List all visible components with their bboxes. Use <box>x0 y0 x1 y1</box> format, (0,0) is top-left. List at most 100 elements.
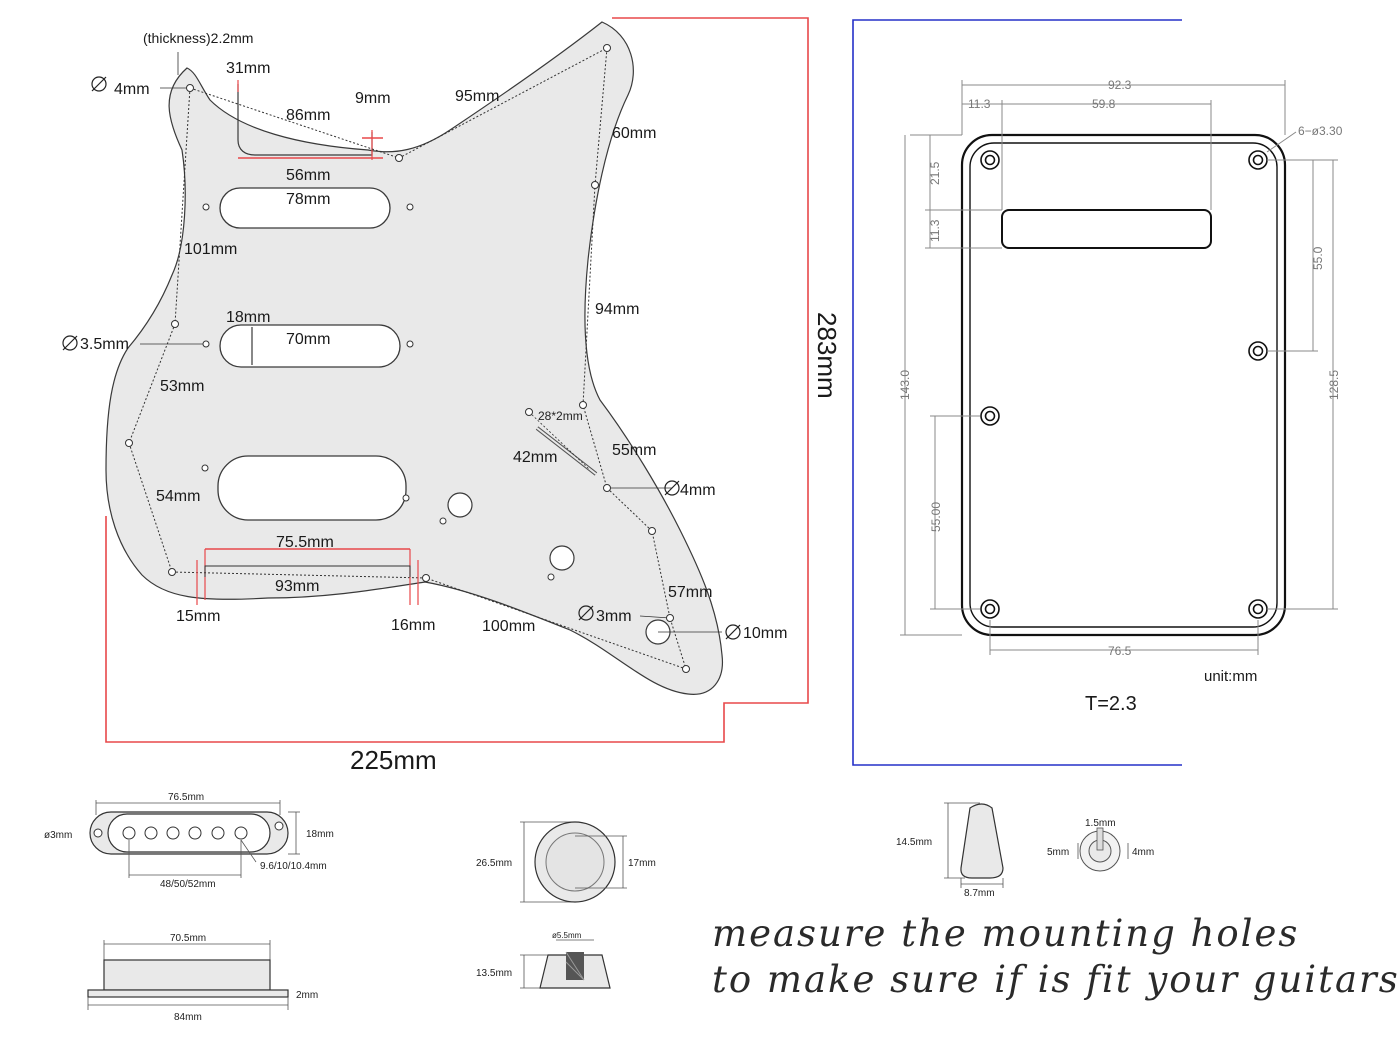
st-label-slot: 1.5mm <box>1085 818 1116 829</box>
label-54mm: 54mm <box>156 488 200 505</box>
backplate-drawing: 92.3 11.3 59.8 6−ø3.30 21.5 11.3 55.0 14… <box>852 19 1343 766</box>
label-57mm: 57mm <box>668 584 712 601</box>
screw-hole <box>980 150 1000 170</box>
mount-hole <box>168 568 176 576</box>
label-70mm: 70mm <box>286 331 330 348</box>
mount-hole <box>525 408 533 416</box>
bp-label-55-00: 55.00 <box>929 502 943 532</box>
screw-hole <box>402 494 410 502</box>
pot-hole-2 <box>549 545 575 571</box>
label-56mm: 56mm <box>286 167 330 184</box>
pc-label-hole: ø3mm <box>44 830 72 841</box>
screw-hole <box>202 340 210 348</box>
diameter-symbols <box>62 76 741 640</box>
pickguard-bounding-frame <box>105 17 809 743</box>
mount-hole <box>579 401 587 409</box>
diameter-icon <box>664 480 680 496</box>
label-95mm: 95mm <box>455 88 499 105</box>
diameter-icon <box>62 335 78 351</box>
st-label-outer: 5mm <box>1047 847 1069 858</box>
pickup-cover-drawing: 76.5mm ø3mm 18mm 9.6/10/10.4mm 48/50/52m… <box>44 792 334 890</box>
bp-label-21-5: 21.5 <box>928 161 942 185</box>
screw-hole <box>406 203 414 211</box>
screw-hole <box>202 203 210 211</box>
label-width-225mm: 225mm <box>350 745 437 775</box>
small-hole-a <box>439 517 447 525</box>
switch-tip-slot <box>1096 827 1104 851</box>
mount-hole <box>186 84 194 92</box>
neck-pickup-cutout <box>219 187 391 229</box>
backplate-outline-inner <box>969 142 1278 628</box>
diameter-icon <box>725 624 741 640</box>
screw-hole <box>980 406 1000 426</box>
label-86mm: 86mm <box>286 107 330 124</box>
bp-unit-label: unit:mm <box>1204 668 1257 685</box>
knob-top-inner <box>545 832 605 892</box>
bp-label-holes: 6−ø3.30 <box>1298 124 1343 138</box>
mount-hole <box>666 614 674 622</box>
bp-label-128-5: 128.5 <box>1327 370 1341 400</box>
bp-thickness-label: T=2.3 <box>1085 693 1137 715</box>
backplate-dimension-lines <box>900 80 1338 655</box>
pickup-mount-hole <box>93 828 103 838</box>
diameter-icon <box>578 605 594 621</box>
mounting-holes <box>125 44 690 673</box>
mount-hole <box>603 484 611 492</box>
backplate-outline-outer <box>960 133 1287 637</box>
label-hole-4mm-top: 4mm <box>114 81 150 98</box>
label-15mm: 15mm <box>176 608 220 625</box>
label-78mm: 78mm <box>286 191 330 208</box>
mount-hole <box>648 527 656 535</box>
backplate-frame <box>852 19 1182 766</box>
bp-label-55-0: 55.0 <box>1311 246 1325 270</box>
screw-hole <box>1248 599 1268 619</box>
pc-label-length: 76.5mm <box>168 792 204 803</box>
small-hole-b <box>547 573 555 581</box>
st-label-inner: 4mm <box>1132 847 1154 858</box>
label-slot: 28*2mm <box>538 409 583 423</box>
label-94mm: 94mm <box>595 301 639 318</box>
label-16mm: 16mm <box>391 617 435 634</box>
mount-hole <box>591 181 599 189</box>
pb-label-top: 70.5mm <box>170 933 206 944</box>
mount-hole <box>682 665 690 673</box>
label-18mm: 18mm <box>226 309 270 326</box>
bp-label-59-8: 59.8 <box>1092 97 1116 111</box>
label-75-5mm: 75.5mm <box>276 534 334 551</box>
knob-label-inner: 17mm <box>628 858 656 869</box>
label-101mm: 101mm <box>184 241 237 258</box>
screw-hole <box>980 599 1000 619</box>
label-31mm: 31mm <box>226 60 270 77</box>
mount-hole <box>171 320 179 328</box>
switch-tip-side <box>960 803 1004 879</box>
label-9mm: 9mm <box>355 90 391 107</box>
label-93mm: 93mm <box>275 578 319 595</box>
screw-hole <box>1248 341 1268 361</box>
label-100mm: 100mm <box>482 618 535 635</box>
knob-drawing: 26.5mm 17mm ø5.5mm 13.5mm <box>476 821 656 989</box>
knob-label-height: 13.5mm <box>476 968 512 979</box>
screw-hole <box>201 464 209 472</box>
mount-hole <box>422 574 430 582</box>
mount-hole <box>603 44 611 52</box>
pole-pieces <box>122 826 248 840</box>
st-label-height: 14.5mm <box>896 837 932 848</box>
pc-label-height: 18mm <box>306 829 334 840</box>
mount-hole <box>395 154 403 162</box>
pb-label-bottom: 84mm <box>174 1012 202 1023</box>
label-height-283mm: 283mm <box>812 312 842 399</box>
label-hole-3-5mm: 3.5mm <box>80 336 129 353</box>
bridge-pickup-cutout <box>217 455 407 521</box>
bp-label-11-3-top: 11.3 <box>968 97 991 111</box>
thickness-label: (thickness)2.2mm <box>143 30 253 46</box>
pot-hole-1 <box>447 492 473 518</box>
st-label-width: 8.7mm <box>964 888 995 899</box>
hole-3mm-dim-line <box>639 615 671 619</box>
middle-pickup-cutout <box>219 324 401 368</box>
bp-label-11-3: 11.3 <box>928 219 942 242</box>
mount-hole <box>125 439 133 447</box>
label-55mm: 55mm <box>612 442 656 459</box>
switch-slot-inner <box>536 427 597 475</box>
pc-label-spacing: 48/50/52mm <box>160 879 216 890</box>
